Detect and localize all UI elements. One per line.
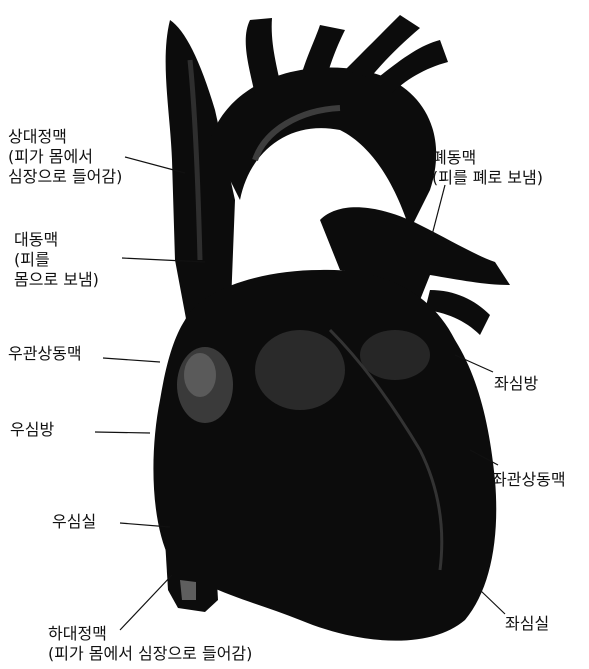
ivc-highlight [180, 580, 196, 600]
label-right-ventricle: 우심실 [52, 512, 96, 532]
label-left-coronary-artery: 좌관상동맥 [492, 470, 566, 490]
leader-pa [432, 185, 445, 235]
la-line-1: 좌심방 [494, 374, 538, 394]
ra-line-1: 우심방 [10, 420, 54, 440]
pa-line-2: (피를 폐로 보냄) [432, 168, 543, 188]
label-aorta: 대동맥 (피를 몸으로 보냄) [14, 230, 99, 290]
leader-lv [480, 590, 505, 614]
label-right-coronary-artery: 우관상동맥 [8, 344, 82, 364]
right-atrium-texture [184, 353, 216, 397]
label-pulmonary-artery: 폐동맥 (피를 폐로 보냄) [432, 148, 543, 188]
aorta-line-1: 대동맥 [14, 230, 99, 250]
coronary-region-shade [255, 330, 345, 410]
lv-line-1: 좌심실 [505, 614, 549, 634]
aorta-line-3: 몸으로 보냄) [14, 270, 99, 290]
pa-line-1: 폐동맥 [432, 148, 543, 168]
svc-line-3: 심장으로 들어감) [8, 167, 122, 187]
rca-line-1: 우관상동맥 [8, 344, 82, 364]
leader-ivc [120, 575, 172, 630]
svc-line-2: (피가 몸에서 [8, 147, 122, 167]
label-right-atrium: 우심방 [10, 420, 54, 440]
inferior-vena-cava-shape [165, 540, 218, 612]
label-superior-vena-cava: 상대정맥 (피가 몸에서 심장으로 들어감) [8, 127, 122, 187]
ivc-line-2: (피가 몸에서 심장으로 들어감) [48, 644, 252, 664]
label-left-ventricle: 좌심실 [505, 614, 549, 634]
label-inferior-vena-cava: 하대정맥 (피가 몸에서 심장으로 들어감) [48, 624, 252, 664]
leader-rca [103, 358, 160, 362]
aortic-branch-1 [246, 18, 282, 95]
leader-ra [95, 432, 150, 433]
svc-line-1: 상대정맥 [8, 127, 122, 147]
aorta-line-2: (피를 [14, 250, 99, 270]
rv-line-1: 우심실 [52, 512, 96, 532]
lca-line-1: 좌관상동맥 [492, 470, 566, 490]
label-left-atrium: 좌심방 [494, 374, 538, 394]
ivc-line-1: 하대정맥 [48, 624, 252, 644]
left-atrium-shade [360, 330, 430, 380]
aortic-arch-shape [210, 68, 436, 230]
